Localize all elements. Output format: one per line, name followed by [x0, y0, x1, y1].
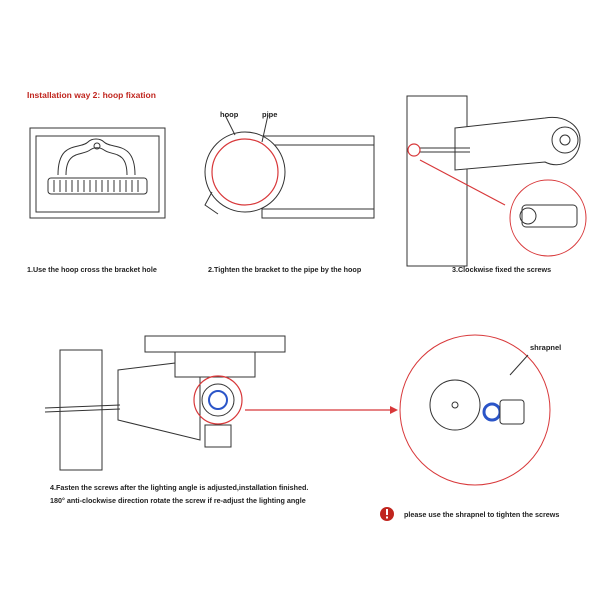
screw-highlight — [407, 143, 421, 157]
bracket-inner — [35, 135, 160, 213]
note-text: please use the shrapnel to tighten the s… — [404, 510, 560, 519]
warning-icon — [380, 507, 394, 521]
label-shrapnel: shrapnel — [530, 343, 562, 352]
hoop-clamp — [204, 191, 219, 215]
step4-caption-line1: 4.Fasten the screws after the lighting a… — [50, 483, 309, 492]
page-title: Installation way 2: hoop fixation — [27, 90, 156, 100]
arm-pivot — [551, 126, 579, 154]
lamp-plate — [144, 335, 286, 353]
arrow-head — [390, 406, 398, 414]
zoom-circle — [509, 179, 587, 257]
step3-caption: 3.Clockwise fixed the screws — [452, 265, 552, 274]
pole — [406, 95, 468, 267]
arm — [454, 116, 581, 171]
step4-lamp-figure — [44, 335, 398, 471]
screw-head — [499, 399, 525, 425]
hoop-ring — [204, 131, 286, 213]
step4-zoom-figure — [399, 334, 551, 486]
arm-4 — [117, 359, 201, 441]
knob-highlight — [193, 375, 243, 425]
pipe-ring — [211, 138, 279, 206]
step2-hoop-figure — [204, 114, 375, 219]
zoom-circle-2 — [399, 334, 551, 486]
step3-screw-figure — [406, 95, 587, 267]
step1-bracket-figure — [29, 127, 166, 219]
knob-blue-ring — [208, 390, 228, 410]
lamp-mount — [174, 351, 256, 378]
bracket-vent — [47, 177, 148, 195]
step2-caption: 2.Tighten the bracket to the pipe by the… — [208, 265, 362, 274]
step4-caption-line2: 180° anti-clockwise direction rotate the… — [50, 496, 306, 505]
screw-cap — [204, 424, 232, 448]
bracket-hole — [93, 142, 101, 150]
label-hoop: hoop — [220, 110, 239, 119]
label-pipe: pipe — [262, 110, 278, 119]
bracket-plate — [29, 127, 166, 219]
step1-caption: 1.Use the hoop cross the bracket hole — [27, 265, 157, 274]
hoop-arch — [57, 138, 136, 176]
